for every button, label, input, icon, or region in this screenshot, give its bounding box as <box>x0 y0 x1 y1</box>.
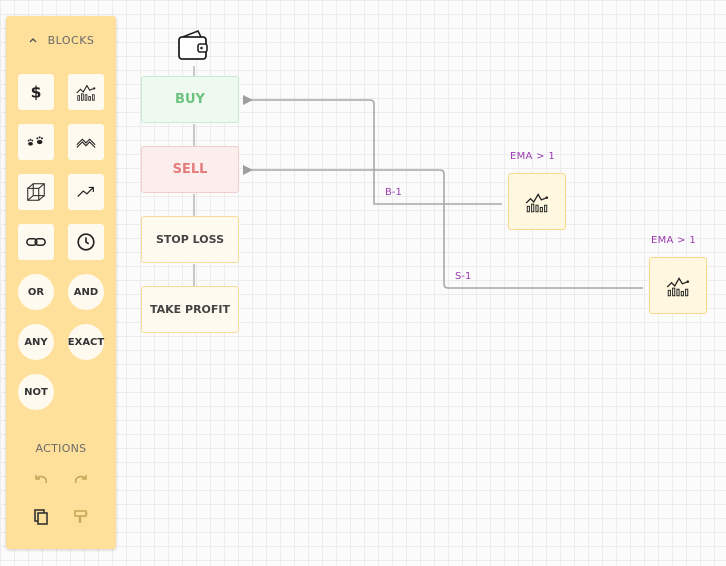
wallet-icon <box>178 29 208 60</box>
palette-header[interactable]: BLOCKS <box>6 33 116 47</box>
cube-tool[interactable] <box>18 174 54 210</box>
link-tool[interactable] <box>18 224 54 260</box>
zigzag-icon <box>76 138 96 148</box>
indicator-tool[interactable] <box>68 74 104 110</box>
logic-not-button[interactable]: NOT <box>18 374 54 410</box>
stop-loss-node[interactable]: STOP LOSS <box>141 216 239 263</box>
paw-tool[interactable] <box>18 124 54 160</box>
format-painter-icon[interactable] <box>72 508 90 526</box>
logic-or-button[interactable]: OR <box>18 274 54 310</box>
redo-icon[interactable] <box>72 472 90 490</box>
connection-label-b1: B-1 <box>385 187 402 198</box>
connector-b1 <box>243 95 502 205</box>
copy-icon[interactable] <box>32 508 50 526</box>
logic-and-button[interactable]: AND <box>68 274 104 310</box>
cube-icon <box>27 183 45 201</box>
blocks-palette: BLOCKS $ <box>6 16 116 549</box>
dollar-tool[interactable]: $ <box>18 74 54 110</box>
indicator-chart-icon <box>666 276 690 296</box>
sell-node[interactable]: SELL <box>141 146 239 193</box>
connector-s1 <box>243 165 643 289</box>
clock-icon <box>77 233 95 251</box>
indicator-chart-icon <box>76 84 96 101</box>
chevron-up-icon <box>29 38 37 43</box>
buy-node[interactable]: BUY <box>141 76 239 123</box>
logic-exact-button[interactable]: EXACT <box>68 324 104 360</box>
zigzag-tool[interactable] <box>68 124 104 160</box>
connection-label-s1: S-1 <box>455 271 472 282</box>
trending-up-icon <box>77 186 94 198</box>
svg-text:$: $ <box>31 84 42 102</box>
actions-label: ACTIONS <box>35 442 87 455</box>
indicator-block-2[interactable] <box>649 257 707 314</box>
take-profit-node[interactable]: TAKE PROFIT <box>141 286 239 333</box>
indicator-label: EMA > 1 <box>651 235 696 246</box>
indicator-block-1[interactable] <box>508 173 566 230</box>
trend-tool[interactable] <box>68 174 104 210</box>
link-icon <box>26 238 46 246</box>
indicator-label: EMA > 1 <box>510 151 555 162</box>
clock-tool[interactable] <box>68 224 104 260</box>
indicator-chart-icon <box>525 192 549 212</box>
logic-any-button[interactable]: ANY <box>18 324 54 360</box>
paw-icon <box>27 136 43 146</box>
dollar-icon: $ <box>31 84 42 102</box>
undo-icon[interactable] <box>32 472 50 490</box>
palette-header-label: BLOCKS <box>47 33 95 47</box>
